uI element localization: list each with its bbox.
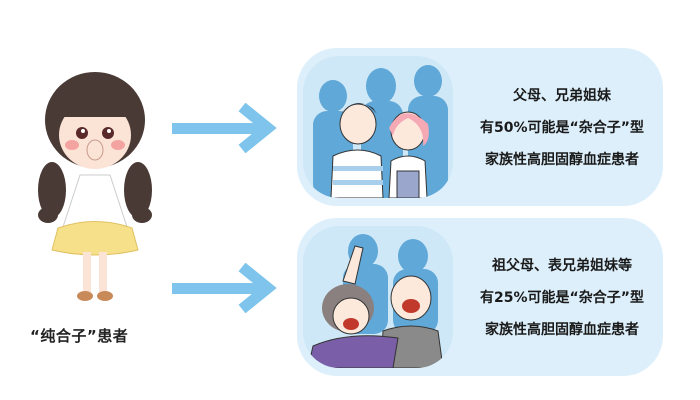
parents-siblings-panel: 父母、兄弟姐妹 有50%可能是“杂合子”型 家族性高胆固醇血症患者 <box>297 48 663 206</box>
panel-text: 父母、兄弟姐妹 有50%可能是“杂合子”型 家族性高胆固醇血症患者 <box>467 48 657 206</box>
arrow-right-icon <box>170 102 280 154</box>
homozygous-patient-label: “纯合子”患者 <box>30 327 129 345</box>
arrow-right-icon <box>170 262 280 314</box>
probability-label: 有50%可能是“杂合子”型 <box>480 120 644 136</box>
girl-illustration <box>30 40 160 310</box>
condition-label: 家族性高胆固醇血症患者 <box>485 322 639 338</box>
young-couple-illustration <box>303 56 453 198</box>
elderly-couple-illustration <box>303 226 453 368</box>
relation-label: 祖父母、表兄弟姐妹等 <box>492 258 632 274</box>
probability-label: 有25%可能是“杂合子”型 <box>480 290 644 306</box>
condition-label: 家族性高胆固醇血症患者 <box>485 152 639 168</box>
panel-text: 祖父母、表兄弟姐妹等 有25%可能是“杂合子”型 家族性高胆固醇血症患者 <box>467 218 657 376</box>
relation-label: 父母、兄弟姐妹 <box>513 88 611 104</box>
grandparents-cousins-panel: 祖父母、表兄弟姐妹等 有25%可能是“杂合子”型 家族性高胆固醇血症患者 <box>297 218 663 376</box>
